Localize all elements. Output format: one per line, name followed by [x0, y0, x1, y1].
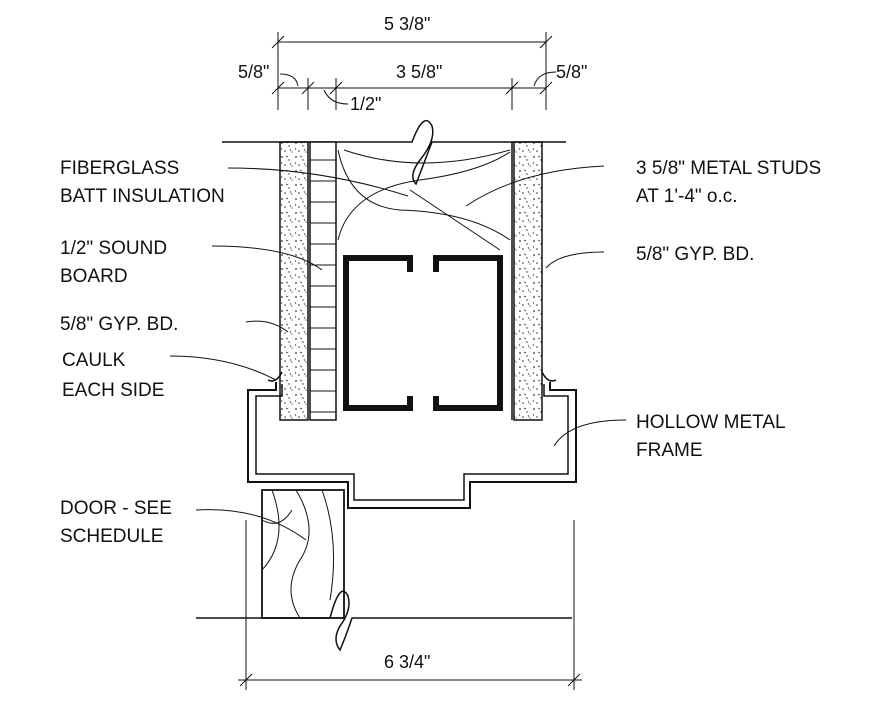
bottom-break-line [196, 590, 572, 652]
right-gypsum-board [513, 141, 543, 421]
batt-insulation [337, 149, 511, 251]
metal-stud [343, 255, 503, 411]
wall-break-line [222, 120, 566, 186]
left-gypsum-board [279, 141, 309, 421]
dim-right-gyp: 5/8" [556, 62, 587, 82]
label-caulk-line2: EACH SIDE [62, 380, 164, 401]
label-caulk-line1: CAULK [62, 350, 126, 371]
label-door-line1: DOOR - SEE [60, 498, 172, 519]
sound-board [309, 141, 337, 421]
dim-frame-depth: 6 3/4" [384, 652, 430, 672]
top-dimensions [271, 32, 557, 110]
label-door-line2: SCHEDULE [60, 526, 163, 547]
dim-sound-board: 1/2" [350, 94, 381, 114]
door [261, 489, 345, 619]
dim-overall-wall: 5 3/8" [384, 14, 430, 34]
label-right-gyp: 5/8" GYP. BD. [636, 244, 754, 265]
dim-left-gyp: 5/8" [238, 62, 269, 82]
bottom-dimension [238, 520, 582, 690]
dim-stud-depth: 3 5/8" [396, 62, 442, 82]
label-sound-board-line2: BOARD [60, 266, 128, 287]
label-frame-line2: FRAME [636, 440, 703, 461]
label-frame-line1: HOLLOW METAL [636, 412, 786, 433]
hollow-metal-frame [247, 371, 577, 509]
leader-lines [169, 165, 627, 541]
label-insulation-line2: BATT INSULATION [60, 186, 225, 207]
label-studs-line1: 3 5/8" METAL STUDS [636, 158, 821, 179]
label-insulation-line1: FIBERGLASS [60, 158, 179, 179]
label-studs-line2: AT 1'-4" o.c. [636, 186, 738, 207]
label-sound-board-line1: 1/2" SOUND [60, 238, 167, 259]
label-left-gyp: 5/8" GYP. BD. [60, 314, 178, 335]
